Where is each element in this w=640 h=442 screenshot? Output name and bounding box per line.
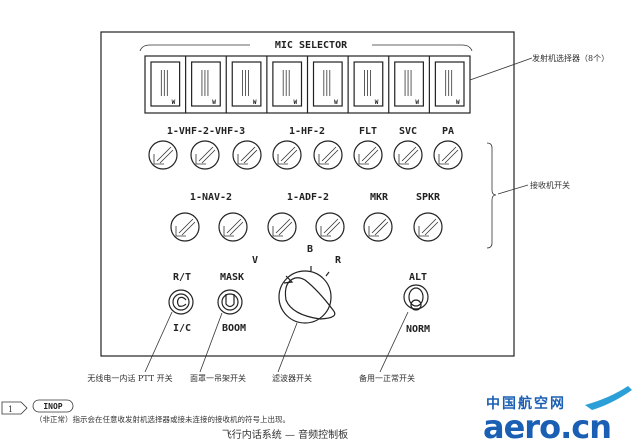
filter-pos-r: R xyxy=(335,255,342,266)
receiver-switch-row1-1[interactable] xyxy=(148,140,178,170)
transmitter-selector-7[interactable]: W xyxy=(388,56,424,113)
selector-key-letter: W xyxy=(253,99,257,106)
selector-key-letter: W xyxy=(294,99,298,106)
mask-callout: 面罩一吊架开关 xyxy=(190,373,246,383)
filter-pos-v: V xyxy=(252,255,258,266)
transmitter-selectors-callout: 发射机选择器（8个） xyxy=(532,53,609,63)
aero-cn-logo: 中国航空网 aero.cn xyxy=(483,386,632,442)
receiver-row-2 xyxy=(170,212,443,242)
rt-ic-switch[interactable] xyxy=(168,289,194,315)
footnote-text: （非正常）指示会在任意收发射机选择器或接未连接的接收机的符号上出现。 xyxy=(35,414,290,424)
logo-en-text: aero.cn xyxy=(483,408,611,442)
logo-plane-icon xyxy=(585,386,632,410)
footnote-number: 1 xyxy=(8,405,13,414)
filter-pos-b: B xyxy=(307,244,313,255)
receiver-switch-row2-5[interactable] xyxy=(363,212,393,242)
label-flt: FLT xyxy=(359,126,377,137)
selector-key-letter: W xyxy=(334,99,338,106)
inop-badge xyxy=(32,399,74,413)
label-svc: SVC xyxy=(399,126,417,137)
boom-label: BOOM xyxy=(222,323,246,334)
label-hf: 1-HF-2 xyxy=(289,126,325,137)
transmitter-leader-line xyxy=(469,57,533,81)
transmitter-selector-5[interactable]: W xyxy=(306,56,343,113)
receiver-switch-row2-6[interactable] xyxy=(413,212,443,242)
transmitter-selector-2[interactable]: W xyxy=(185,56,221,113)
alt-norm-switch[interactable] xyxy=(403,284,429,311)
transmitter-selector-1[interactable]: W xyxy=(150,61,181,107)
receiver-switch-row1-5[interactable] xyxy=(313,140,343,170)
transmitter-selector-8[interactable]: W xyxy=(428,56,465,113)
label-spkr: SPKR xyxy=(416,192,441,203)
transmitter-selector-4[interactable]: W xyxy=(266,56,303,113)
filter-leader xyxy=(277,322,298,373)
receiver-switch-row2-3[interactable] xyxy=(267,212,297,242)
label-mkr: MKR xyxy=(370,192,389,203)
receiver-switch-row2-2[interactable] xyxy=(218,212,248,242)
norm-label: NORM xyxy=(406,324,430,335)
caption: 飞行内话系统 — 音频控制板 xyxy=(222,428,348,441)
alt-label: ALT xyxy=(409,272,427,283)
panel-frame xyxy=(100,31,515,357)
receiver-switch-row1-6[interactable] xyxy=(353,140,383,170)
alt-leader xyxy=(379,311,409,373)
receiver-switch-row1-4[interactable] xyxy=(272,140,302,170)
receiver-switches-callout: 接收机开关 xyxy=(530,180,570,190)
mask-leader xyxy=(199,312,223,373)
receiver-brace xyxy=(486,142,497,249)
transmitter-selector-6[interactable]: W xyxy=(347,56,384,113)
mask-label: MASK xyxy=(220,272,244,283)
receiver-leader-line xyxy=(497,184,529,195)
receiver-switch-row1-8[interactable] xyxy=(433,140,463,170)
receiver-switch-row1-3[interactable] xyxy=(232,140,262,170)
label-adf: 1-ADF-2 xyxy=(287,192,329,203)
rt-label: R/T xyxy=(173,272,191,283)
filter-knob[interactable] xyxy=(278,266,336,324)
mask-boom-switch[interactable] xyxy=(217,289,243,315)
selector-key-letter: W xyxy=(212,99,216,106)
receiver-row-1 xyxy=(148,140,463,170)
footnote-number-tag xyxy=(1,401,28,415)
receiver-switch-row2-4[interactable] xyxy=(315,212,345,242)
ptt-leader xyxy=(144,311,173,373)
receiver-switch-row1-2[interactable] xyxy=(190,140,220,170)
logo-cn-text: 中国航空网 xyxy=(486,395,566,412)
label-pa: PA xyxy=(442,126,454,137)
mic-selector-bracket xyxy=(139,44,473,52)
receiver-switch-row2-1[interactable] xyxy=(170,212,200,242)
selector-key-letter: W xyxy=(456,99,460,106)
ptt-callout: 无线电一内话 PTT 开关 xyxy=(87,373,172,383)
alt-callout: 备用一正常开关 xyxy=(359,373,415,383)
label-vhf: 1-VHF-2-VHF-3 xyxy=(167,126,245,137)
inop-badge-text: INOP xyxy=(43,402,62,411)
ic-label: I/C xyxy=(173,323,191,334)
filter-callout: 滤波器开关 xyxy=(272,373,312,383)
receiver-switch-row1-7[interactable] xyxy=(393,140,423,170)
selector-key-letter: W xyxy=(375,99,379,106)
mic-selector-title: MIC SELECTOR xyxy=(275,40,348,51)
selector-key-letter: W xyxy=(415,99,419,106)
transmitter-selector-3[interactable]: W xyxy=(225,56,262,113)
label-nav: 1-NAV-2 xyxy=(190,192,232,203)
selector-key-letter: W xyxy=(172,99,176,106)
